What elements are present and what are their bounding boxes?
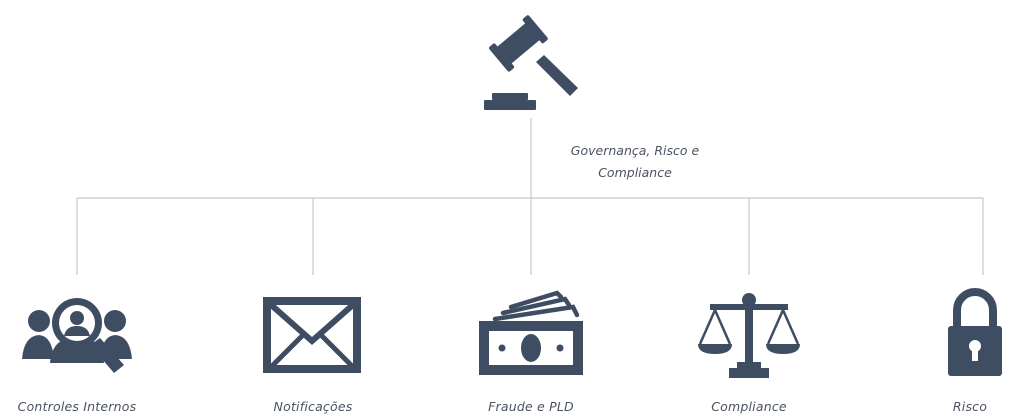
- label-fraude-pld: Fraude e PLD: [488, 399, 574, 414]
- scale-icon: [698, 293, 800, 378]
- label-notificacoes: Notificações: [273, 399, 353, 414]
- envelope-icon: [263, 297, 361, 373]
- root-label: Governança, Risco e Compliance: [545, 140, 725, 184]
- money-icon: [479, 290, 583, 375]
- label-compliance: Compliance: [711, 399, 787, 414]
- users-search-icon: [22, 298, 132, 373]
- label-risco: Risco: [952, 399, 988, 414]
- gavel-icon: [484, 15, 578, 110]
- lock-icon: [948, 288, 1002, 376]
- root-label-line1: Governança, Risco e: [570, 143, 700, 158]
- label-controles-internos: Controles Internos: [17, 399, 137, 414]
- root-label-line2: Compliance: [598, 165, 672, 180]
